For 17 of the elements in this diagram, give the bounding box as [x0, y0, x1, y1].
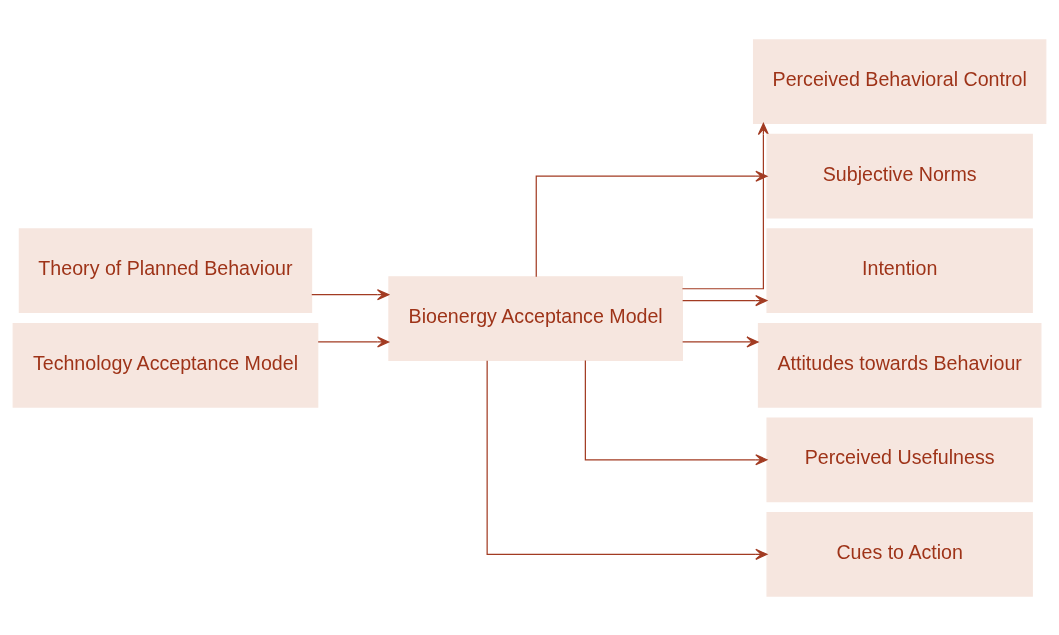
arrow [486, 359, 768, 560]
arrow [535, 170, 768, 277]
node-box: Cues to Action [766, 511, 1033, 597]
arrow [681, 122, 769, 289]
arrow [682, 294, 768, 306]
node-box: Subjective Norms [766, 133, 1033, 219]
arrow [317, 335, 390, 348]
arrow [311, 288, 390, 300]
arrow [584, 359, 768, 465]
node-box: Technology Acceptance Model [12, 322, 319, 408]
node-box: Attitudes towards Behaviour [757, 322, 1042, 408]
node-box: Bioenergy Acceptance Model [388, 275, 683, 361]
arrow [682, 335, 759, 348]
node-box: Theory of Planned Behaviour [18, 227, 313, 313]
node-box: Perceived Usefulness [766, 416, 1033, 502]
node-box: Intention [766, 227, 1033, 313]
node-box: Perceived Behavioral Control [752, 38, 1047, 124]
